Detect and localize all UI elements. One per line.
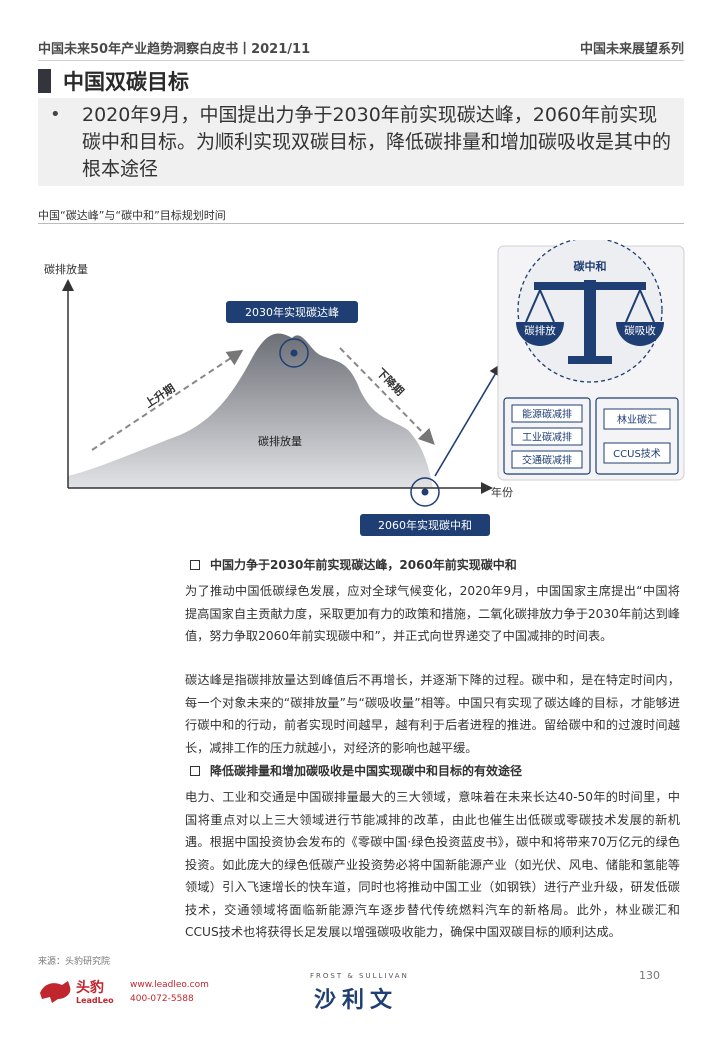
right-pan-label: 碳吸收 (624, 324, 656, 337)
reduction-item: 能源碳减排 (522, 408, 572, 421)
peak-marker-ring (279, 338, 309, 368)
fall-label: 下降期 (374, 365, 407, 398)
fall-arrow (339, 347, 435, 445)
section-title: 中国双碳目标 (38, 68, 189, 94)
carbon-timeline-diagram: 碳排放量 年份 上升期 下降期 碳排放量 2030年实现碳达峰 2060年实现碳… (44, 237, 685, 536)
section-1-paragraph-1: 为了推动中国低碳绿色发展，应对全球气候变化，2020年9月，中国国家主席提出“中… (185, 584, 680, 643)
header-left: 中国未来50年产业趋势洞察白皮书丨2021/11 (38, 42, 311, 57)
frost-sullivan-en: FROST & SULLIVAN (310, 972, 409, 980)
peak-label-box (226, 301, 358, 323)
source-note: 来源：头豹研究院 (38, 957, 111, 967)
y-axis-label: 碳排放量 (44, 262, 88, 276)
intro-box: • 2020年9月，中国提出力争于2030年前实现碳达峰，2060年前实现碳中和… (38, 98, 684, 186)
section-1-heading-text: 中国力争于2030年前实现碳达峰，2060年前实现碳中和 (210, 558, 517, 572)
neutral-marker-ring (410, 477, 440, 507)
figure: 碳排放量 年份 上升期 下降期 碳排放量 2030年实现碳达峰 2060年实现碳… (30, 237, 690, 550)
reduction-item-box (511, 404, 583, 423)
absorption-group (595, 397, 679, 475)
intro-text: 2020年9月，中国提出力争于2030年前实现碳达峰，2060年前实现碳中和目标… (82, 104, 672, 180)
neutral-marker-dot (421, 488, 429, 496)
checkbox-icon (190, 559, 200, 570)
reduction-item-box (511, 450, 583, 469)
x-axis-label: 年份 (491, 485, 513, 499)
area-label: 碳排放量 (258, 434, 302, 448)
scale-icon (516, 280, 664, 364)
reduction-item: 交通碳减排 (522, 454, 572, 467)
reduction-item-box (511, 427, 583, 446)
section-title-text: 中国双碳目标 (63, 70, 189, 94)
section-2-paragraph-1: 电力、工业和交通是中国碳排量最大的三大领域，意味着在未来长达40-50年的时间里… (185, 790, 680, 939)
section-1-heading: 中国力争于2030年前实现碳达峰，2060年前实现碳中和 (190, 556, 517, 573)
page-number: 130 (639, 969, 660, 982)
frost-sullivan-cn: 沙利文 (314, 988, 399, 1013)
peak-marker-dot (290, 349, 298, 357)
header-right: 中国未来展望系列 (579, 42, 684, 57)
left-pan-label: 碳排放 (524, 324, 556, 337)
reduction-group (503, 397, 591, 475)
neutral-label: 2060年实现碳中和 (378, 518, 472, 532)
website-link[interactable]: www.leadleo.com (130, 980, 209, 990)
connector-arrow (434, 363, 502, 477)
phone-number: 400-072-5588 (130, 994, 194, 1004)
balance-title: 碳中和 (574, 259, 607, 273)
checkbox-icon (190, 765, 200, 776)
figure-caption: 中国“碳达峰”与“碳中和”目标规划时间 (38, 209, 226, 222)
absorption-item: 林业碳汇 (617, 413, 657, 426)
contact-info: www.leadleo.com 400-072-5588 (130, 978, 209, 1006)
peak-label: 2030年实现碳达峰 (245, 305, 339, 319)
absorption-item-box (603, 408, 671, 430)
section-2-heading: 降低碳排量和增加碳吸收是中国实现碳中和目标的有效途径 (190, 762, 522, 779)
figure-caption-divider (38, 223, 684, 224)
section-1-paragraph-2: 碳达峰是指碳排放量达到峰值后不再增长，并逐渐下降的过程。碳中和，是在特定时间内，… (185, 673, 680, 755)
intro-bullet: • (50, 104, 61, 125)
header-divider (38, 60, 684, 61)
absorption-item: CCUS技术 (613, 447, 661, 460)
neutral-label-box (360, 514, 490, 536)
leadleo-cn: 头豹 (76, 979, 104, 996)
emission-area (68, 333, 433, 488)
reduction-item: 工业碳减排 (522, 431, 572, 444)
leadleo-logo: 头豹 LeadLeo (40, 979, 114, 1005)
leopard-icon (40, 981, 71, 1003)
section-2-heading-text: 降低碳排量和增加碳吸收是中国实现碳中和目标的有效途径 (210, 764, 523, 778)
title-marker (38, 69, 51, 93)
leadleo-en: LeadLeo (76, 996, 114, 1005)
absorption-item-box (603, 442, 671, 464)
